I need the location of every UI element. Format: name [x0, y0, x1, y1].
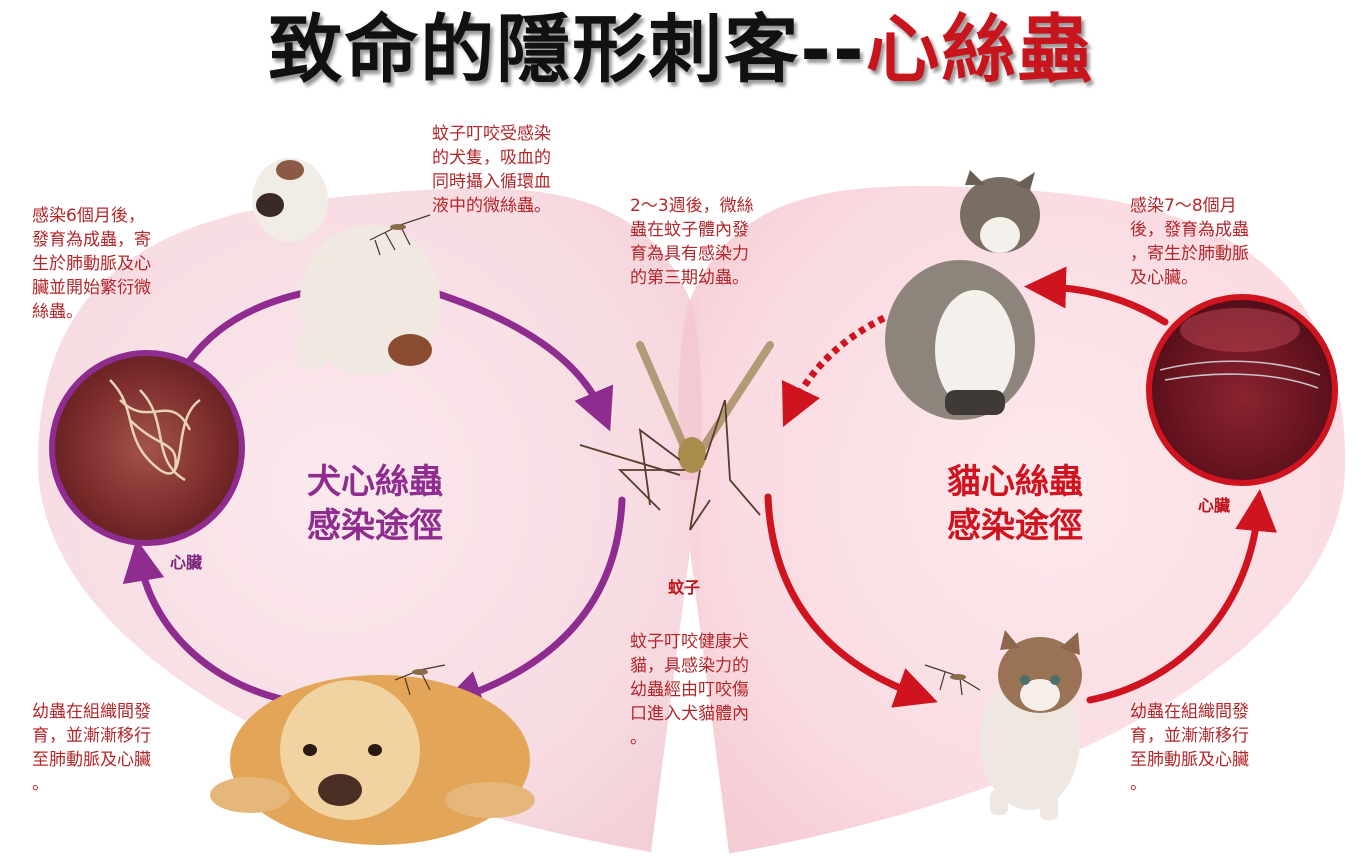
- note-mosquito-development: 2～3週後，微絲 蟲在蚊子體內發 育為具有感染力 的第三期幼蟲。: [630, 196, 754, 288]
- arrow-mosquito-to-puppy: [440, 496, 626, 711]
- arrow-puppy-to-heart: [122, 539, 289, 704]
- title-main: 致命的隱形刺客: [268, 7, 801, 93]
- cat-heart-label: 心臟: [1198, 496, 1231, 515]
- note-dog-adult: 感染6個月後， 發育為成蟲，寄 生於肺動脈及心 臟並開始繁衍微 絲蟲。: [32, 206, 151, 322]
- note-dog-larva: 幼蟲在組織間發 育，並漸漸移行 至肺動脈及心臟 。: [32, 702, 151, 794]
- cat-cycle-heading: 貓心絲蟲 感染途徑: [925, 460, 1105, 548]
- arrow-mosquito-to-kitten: [764, 493, 938, 708]
- arrow-cat-to-mosquito-dotted: [782, 314, 886, 427]
- small-mosquito-1: [369, 214, 431, 256]
- dog-heart-photo: [49, 350, 245, 546]
- golden-retriever-illustration: [210, 675, 535, 845]
- small-mosquito-3: [924, 664, 981, 696]
- note-cat-larva: 幼蟲在組織間發 育，並漸漸移行 至肺動脈及心臟 。: [1130, 702, 1249, 794]
- arrow-kitten-to-heart: [1086, 489, 1278, 704]
- title-highlight: 心絲蟲: [865, 7, 1094, 93]
- kitten-illustration: [980, 630, 1082, 820]
- arrow-heart-to-cat: [1024, 266, 1169, 326]
- arrow-dog-to-mosquito: [428, 288, 614, 432]
- left-heart-lobe: [37, 188, 700, 860]
- note-mosquito-transmit: 蚊子叮咬健康犬 貓，具感染力的 幼蟲經由叮咬傷 口進入犬貓體內 。: [630, 632, 749, 748]
- sitting-cat-illustration: [885, 170, 1040, 420]
- dog-cycle-heading: 犬心絲蟲 感染途徑: [285, 460, 465, 548]
- mosquito-label: 蚊子: [668, 578, 701, 597]
- dog-heading-line1: 犬心絲蟲: [307, 462, 443, 502]
- cat-heading-line1: 貓心絲蟲: [947, 462, 1083, 502]
- bulldog-illustration: [252, 158, 440, 375]
- cat-heading-line2: 感染途徑: [947, 506, 1083, 546]
- title-dash: --: [800, 7, 866, 93]
- cat-heart-photo: [1146, 294, 1338, 486]
- note-cat-adult: 感染7～8個月 後，發育為成蟲 ，寄生於肺動脈 及心臟。: [1130, 196, 1249, 288]
- mosquito-illustration: [579, 341, 774, 531]
- dog-heading-line2: 感染途徑: [307, 506, 443, 546]
- page-title: 致命的隱形刺客--心絲蟲: [0, 0, 1362, 100]
- note-mosquito-bite-infected: 蚊子叮咬受感染 的犬隻，吸血的 同時攝入循環血 液中的微絲蟲。: [432, 124, 551, 216]
- small-mosquito-2: [394, 664, 446, 696]
- dog-heart-label: 心臟: [170, 553, 203, 572]
